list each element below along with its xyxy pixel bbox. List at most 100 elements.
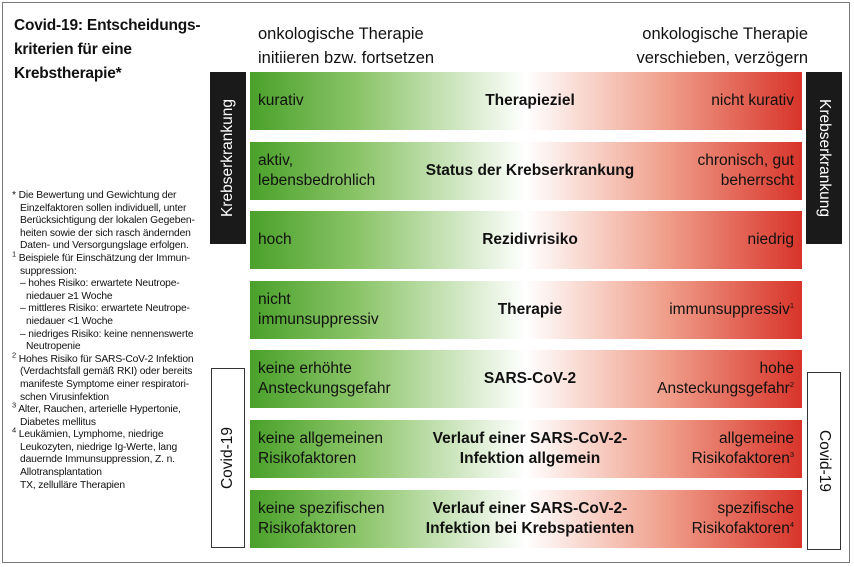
footnote-line: dauernde Immunsuppression, Z. n. [20,454,175,466]
row-right-text: Ansteckungsgefahr [657,380,790,397]
row-center-line: Status der Krebserkrankung [425,162,635,179]
header-right-line: onkologische Therapie [642,25,808,43]
criterion-row: hoch Rezidivrisiko niedrig [250,211,802,269]
row-left: nicht immunsuppressiv [258,281,379,339]
footnote-line: Neutropenie [26,341,81,353]
row-left-line: keine spezifischen [258,500,385,517]
row-left-line: hoch [258,231,292,248]
row-center: Verlauf einer SARS-CoV-2- Infektion bei K… [390,490,670,548]
row-center-line: Infektion allgemein [459,450,601,467]
row-left-line: Risikofaktoren [258,450,357,467]
footnote-line: (Verdachtsfall gemäß RKI) oder bereits [20,366,193,378]
row-center-line: Therapieziel [485,92,575,109]
row-left-line: aktiv, [258,152,294,169]
row-right-text: Risikofaktoren [691,520,790,537]
footnote-line: Leukozyten, niedrige Ig-Werte, lang [20,441,178,453]
row-left-line: Risikofaktoren [258,520,357,537]
footnote-text: Beispiele für Einschätzung der Immun- [18,252,191,264]
footnote-line: Diabetes mellitus [20,416,96,428]
footnote-line: manifeste Symptome einer respiratori- [20,378,189,390]
footnote-line: suppression: [20,265,77,277]
row-center: Status der Krebserkrankung [390,142,670,200]
footnote-line: schen Virusinfektion [20,391,109,403]
side-label-text: Covid-19 [219,426,236,490]
row-left-line: lebensbedrohlich [258,172,376,189]
side-label-text: Krebserkrankung [219,98,236,218]
criterion-row: nicht immunsuppressiv Therapie immunsuppr… [250,281,802,339]
footnote-line: Allotransplantation [20,467,102,479]
criterion-row: aktiv, lebensbedrohlich Status der Krebse… [250,142,802,200]
footnote-ref: 1 [789,300,794,310]
side-label-text: Krebserkrankung [816,98,833,218]
row-center: Therapie [390,281,670,339]
footnote-ref: 2 [789,379,794,389]
header-left: onkologische Therapie initiieren bzw. fo… [258,22,434,70]
footnote-ref: 4 [789,519,794,529]
footnotes: * Die Bewertung und Gewichtung der Einze… [12,190,222,492]
title-line: Krebstherapie* [14,65,122,82]
side-label-cancer-left: Krebserkrankung [210,72,246,244]
title-line: kriterien für eine [14,41,132,58]
row-left-line: keine allgemeinen [258,430,383,447]
figure-title: Covid-19: Entscheidungs- kriterien für e… [14,14,214,86]
header-right: onkologische Therapie verschieben, verzö… [636,22,808,70]
row-right-line: Risikofaktoren3 [692,449,794,469]
footnote-line: Daten- und Versorgungslage erfolgen. [20,240,189,252]
criterion-row: kurativ Therapieziel nicht kurativ [250,72,802,130]
row-right-line: nicht kurativ [711,92,794,109]
row-right: nicht kurativ [711,72,794,130]
row-center: Therapieziel [390,72,670,130]
row-right-line: chronisch, gut [697,152,795,169]
row-left: kurativ [258,72,304,130]
row-right-text: Risikofaktoren [691,450,790,467]
footnote-text: Alter, Rauchen, arterielle Hypertonie, [18,404,181,416]
row-left: hoch [258,211,292,269]
row-right-line: spezifische [717,500,794,517]
footnote-line: – hohes Risiko: erwartete Neutrope- [20,278,180,290]
row-center-line: Verlauf einer SARS-CoV-2- [432,500,628,517]
row-center-line: SARS-CoV-2 [483,370,577,387]
row-center-line: Therapie [497,301,563,318]
row-center: Verlauf einer SARS-CoV-2- Infektion allge… [390,420,670,478]
footnote-line: 1 Beispiele für Einschätzung der Immun- [12,249,222,266]
row-right-line: Risikofaktoren4 [692,519,794,539]
row-center: Rezidivrisiko [390,211,670,269]
footnote-line: Einzelfaktoren sollen individuell, unter [20,202,187,214]
row-left-line: Ansteckungsgefahr [258,380,391,397]
row-left-line: nicht [258,291,291,308]
row-right-text: immunsuppressiv [669,301,790,318]
row-right-line: beherrscht [720,172,794,189]
footnote-mark: 2 [12,350,17,360]
row-center-line: Rezidivrisiko [482,231,578,248]
row-left-line: keine erhöhte [258,360,352,377]
footnote-line: 3 Alter, Rauchen, arterielle Hypertonie, [12,401,222,417]
row-center-line: Verlauf einer SARS-CoV-2- [432,430,628,447]
footnote-line: heiten sowie der sich rasch ändernden [20,227,191,239]
row-left-line: immunsuppressiv [258,311,379,328]
footnote-ref: 3 [789,449,794,459]
row-right-line: Ansteckungsgefahr2 [657,379,794,399]
side-label-cancer-right: Krebserkrankung [806,72,842,244]
row-right: immunsuppressiv1 [669,281,794,339]
footnote-mark: 1 [12,249,17,259]
footnote-line: TX, zellulläre Therapien [20,479,125,491]
footnote-line: 4 Leukämien, Lymphome, niedrige [12,425,222,442]
footnote-line: Berücksichtigung der lokalen Gegeben- [20,215,195,227]
row-center-line: Infektion bei Krebspatienten [425,520,635,537]
header-left-line: initiieren bzw. fortsetzen [258,49,435,67]
footnote-line: niedauer <1 Woche [26,315,113,327]
row-right-line: immunsuppressiv1 [669,300,794,320]
footnote-mark: 4 [12,425,17,435]
row-right-line: allgemeine [719,430,794,447]
header-right-line: verschieben, verzögern [636,49,808,67]
row-center: SARS-CoV-2 [390,350,670,408]
footnote-text: Leukämien, Lymphome, niedrige [18,429,164,441]
